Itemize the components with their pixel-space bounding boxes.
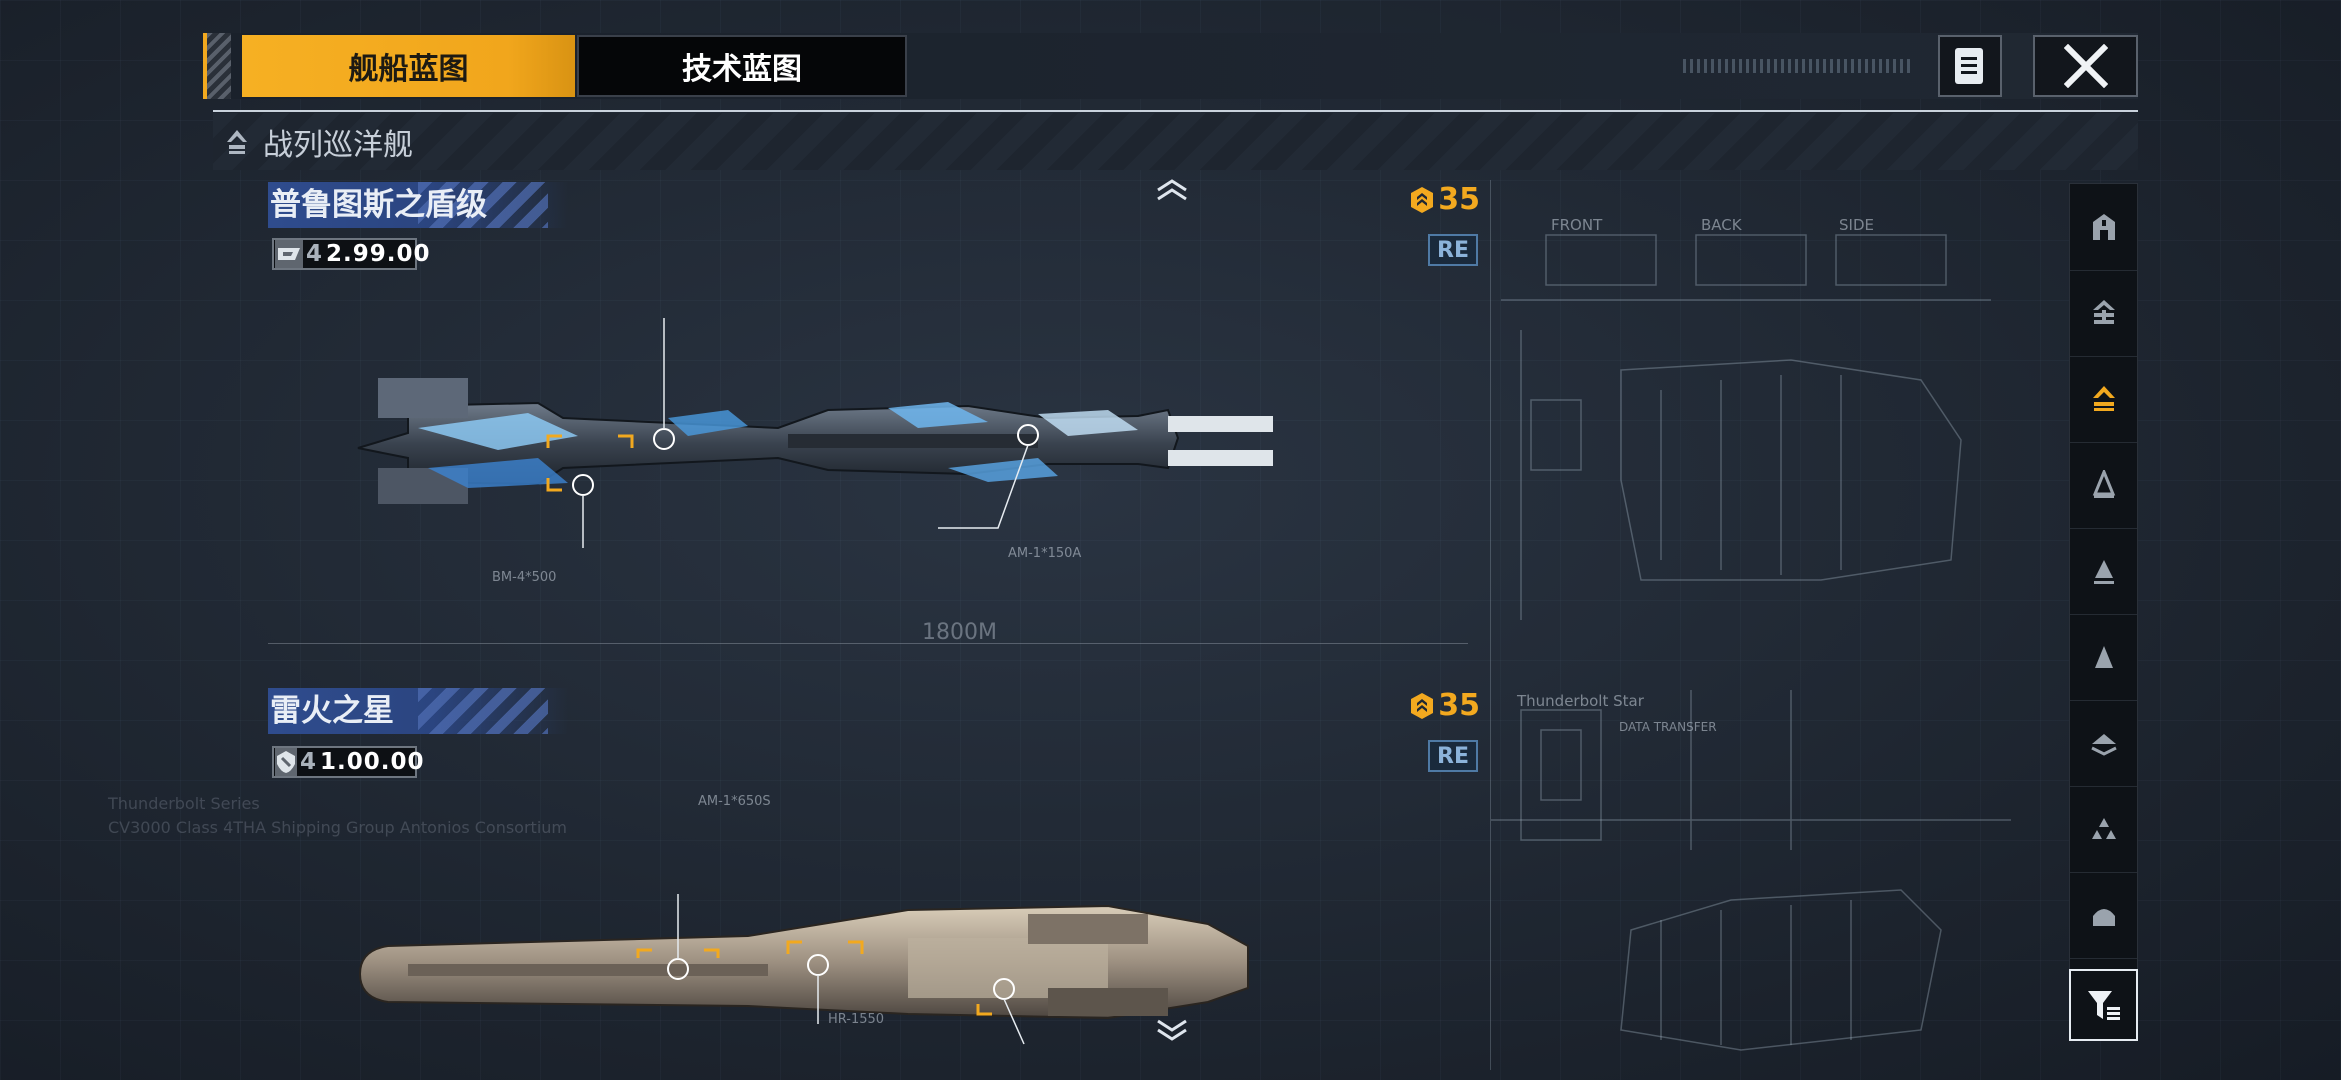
battlecruiser-icon [227, 129, 247, 154]
scroll-down-icon[interactable] [1155, 1018, 1189, 1042]
category-header: 战列巡洋舰 [213, 113, 2138, 170]
top-tab-bar: 舰船蓝图 技术蓝图 [203, 33, 2138, 99]
ship-name: 雷火之星 [270, 693, 394, 729]
level-value: 35 [1438, 688, 1480, 723]
battleship-icon [2092, 300, 2115, 324]
sidebar-item-carrier[interactable] [2070, 700, 2137, 787]
price-value: 1.00.00 [320, 749, 425, 775]
battlecruiser-icon [2092, 386, 2115, 411]
filter-button[interactable] [2069, 969, 2138, 1041]
close-button[interactable] [2033, 35, 2138, 97]
sidebar-item-cruiser[interactable] [2070, 442, 2137, 529]
blueprint-bottom-drawing [1491, 690, 2011, 1051]
rarity-badge: RE [1428, 234, 1478, 266]
price-prefix: 4 [306, 241, 324, 267]
document-icon [1955, 48, 1983, 84]
sidebar-item-base[interactable] [2070, 872, 2137, 959]
tab-ship-blueprint[interactable]: 舰船蓝图 [242, 35, 575, 97]
price-prefix: 4 [300, 749, 318, 775]
carrier-icon [2090, 734, 2117, 756]
destroyer-icon [2093, 560, 2114, 584]
second-blueprint-title: Thunderbolt Star [1517, 692, 1644, 710]
sidebar-item-destroyer[interactable] [2070, 528, 2137, 615]
weapon-callout: BM-4*500 [492, 570, 557, 585]
ship-card[interactable]: 普鲁图斯之盾级 4 2.99.00 35 RE [268, 178, 1480, 645]
view-label-front: FRONT [1551, 216, 1603, 234]
document-button[interactable] [1938, 35, 2002, 97]
rank-icon [1411, 692, 1434, 719]
tab-bar-decoration [1683, 59, 1913, 73]
category-title: 战列巡洋舰 [263, 127, 413, 163]
sidebar-item-battleship[interactable] [2070, 270, 2137, 357]
sidebar-item-frigate[interactable] [2070, 614, 2137, 701]
view-label-side: SIDE [1839, 216, 1874, 234]
ship-image[interactable] [348, 318, 1368, 558]
ship-name-band: 雷火之星 [268, 688, 568, 734]
close-icon [2063, 44, 2108, 88]
ship-image[interactable] [348, 854, 1368, 1054]
ship-level: 35 [1408, 182, 1480, 217]
filter-icon [2087, 991, 2120, 1020]
scroll-up-icon[interactable] [1155, 178, 1189, 202]
ship-length-label: 1800M [922, 620, 997, 645]
price-value: 2.99.00 [326, 241, 431, 267]
blueprint-top-drawing [1501, 234, 1991, 620]
squadron-icon [2091, 818, 2116, 839]
ship-name: 普鲁图斯之盾级 [270, 187, 487, 223]
background-series-text: Thunderbolt Series CV3000 Class 4THA Shi… [108, 794, 567, 837]
level-value: 35 [1438, 182, 1480, 217]
rarity-badge: RE [1428, 740, 1478, 772]
scale-ruler [268, 643, 1468, 644]
base-icon [2092, 909, 2115, 926]
cruiser-icon [2092, 470, 2115, 498]
ship-price: 4 1.00.00 [272, 746, 424, 778]
blueprint-drawings-panel: FRONT BACK SIDE Thunderbolt Star DATA TR… [1490, 180, 2011, 1070]
ship-card[interactable]: 雷火之星 4 1.00.00 35 RE [268, 684, 1480, 1045]
category-divider [213, 110, 2138, 112]
rank-icon [1411, 186, 1434, 213]
sidebar-item-battlecruiser[interactable] [2070, 356, 2137, 443]
view-label-back: BACK [1701, 216, 1742, 234]
ship-name-band: 普鲁图斯之盾级 [268, 182, 568, 228]
ship-price: 4 2.99.00 [272, 238, 430, 270]
station-icon [2092, 214, 2115, 240]
data-transfer-label: DATA TRANSFER [1619, 720, 1717, 734]
ship-type-sidebar [2069, 183, 2138, 1041]
sidebar-item-squadron[interactable] [2070, 786, 2137, 873]
weapon-callout: HR-1550 [828, 1012, 885, 1027]
tab-tech-blueprint[interactable]: 技术蓝图 [577, 35, 907, 97]
currency-icon [275, 748, 297, 776]
ship-level: 35 [1408, 688, 1480, 723]
weapon-callout: AM-1*650S [698, 794, 771, 809]
weapon-callout: AM-1*150A [1008, 546, 1082, 561]
currency-icon [275, 240, 303, 268]
frigate-icon [2094, 646, 2113, 668]
tab-bar-stripe [203, 33, 231, 99]
sidebar-item-station[interactable] [2070, 184, 2137, 271]
